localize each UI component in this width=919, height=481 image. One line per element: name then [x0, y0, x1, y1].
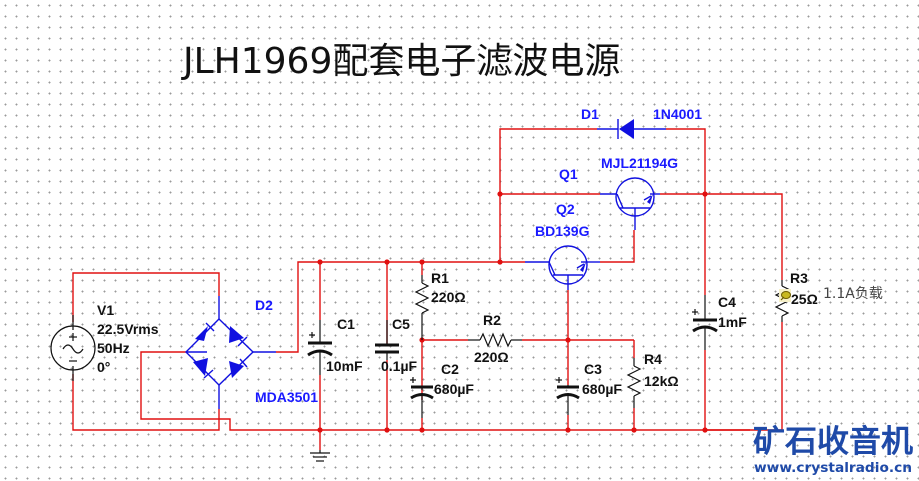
wire-bridge-neg — [140, 351, 320, 431]
d1-ref: D1 — [581, 106, 599, 122]
r4-value: 12kΩ — [644, 373, 679, 389]
r1-resistor-icon[interactable] — [414, 275, 430, 340]
c3-capacitor-icon[interactable] — [556, 377, 580, 415]
c4-value: 1mF — [718, 314, 747, 330]
q2-ref: Q2 — [556, 201, 575, 217]
wire-bridge-pos — [276, 261, 320, 353]
v1-frequency: 50Hz — [97, 340, 130, 356]
r4-ref: R4 — [644, 351, 662, 367]
r2-ref: R2 — [483, 312, 501, 328]
d2-part: MDA3501 — [255, 389, 318, 405]
d2-ref: D2 — [255, 297, 273, 313]
c1-value: 10mF — [326, 358, 363, 374]
c3-ref: C3 — [584, 361, 602, 377]
c1-capacitor-icon[interactable] — [307, 320, 333, 375]
c2-capacitor-icon[interactable] — [410, 377, 434, 418]
d2-bridge-rectifier-icon[interactable] — [185, 296, 276, 409]
wire-v1-bottom — [72, 374, 220, 431]
r2-resistor-icon[interactable] — [468, 332, 522, 348]
q2-part: BD139G — [535, 223, 590, 239]
c3-value: 680µF — [582, 381, 622, 397]
ground-icon — [310, 450, 330, 462]
q1-ref: Q1 — [559, 166, 578, 182]
c1-ref: C1 — [337, 316, 355, 332]
r3-ref: R3 — [790, 270, 808, 286]
watermark-url: www.crystalradio.cn — [754, 461, 912, 476]
c4-capacitor-icon[interactable] — [692, 295, 718, 350]
c5-value: 0.1µF — [381, 358, 418, 374]
r4-resistor-icon[interactable] — [626, 358, 642, 408]
r3-load-note: 1.1A负载 — [823, 286, 883, 302]
r2-value: 220Ω — [474, 349, 509, 365]
schematic-title: JLH1969配套电子滤波电源 — [181, 41, 620, 82]
wires — [72, 128, 783, 450]
v1-ac-source-icon[interactable] — [50, 315, 96, 381]
watermark-logo: 矿石收音机 — [753, 424, 913, 460]
r1-ref: R1 — [431, 270, 449, 286]
v1-phase: 0° — [97, 359, 110, 375]
probe-icon[interactable] — [779, 289, 791, 302]
c5-capacitor-icon[interactable] — [375, 320, 399, 360]
c2-ref: C2 — [441, 361, 459, 377]
r1-value: 220Ω — [431, 289, 466, 305]
q1-transistor-icon[interactable] — [600, 177, 660, 230]
junctions — [317, 191, 708, 433]
c4-ref: C4 — [718, 294, 736, 310]
r3-value: 25Ω — [791, 291, 818, 307]
v1-ref: V1 — [97, 302, 114, 318]
q1-part: MJL21194G — [601, 155, 678, 171]
v1-voltage: 22.5Vrms — [97, 321, 159, 337]
d1-diode-icon[interactable] — [597, 119, 666, 139]
wire-d1-left — [499, 128, 597, 262]
d1-part: 1N4001 — [653, 106, 702, 122]
wire-v1-top — [72, 272, 220, 322]
q2-transistor-icon[interactable] — [525, 245, 600, 290]
c5-ref: C5 — [392, 316, 410, 332]
c2-value: 680µF — [434, 381, 474, 397]
